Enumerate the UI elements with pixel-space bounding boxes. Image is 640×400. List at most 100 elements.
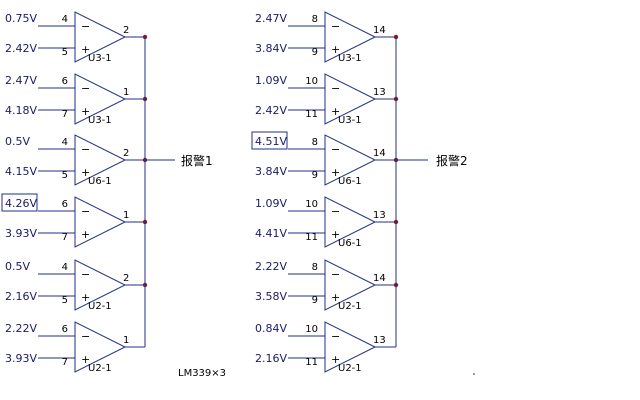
noninverting-pin-number: 11 (305, 357, 318, 368)
minus-sign: − (81, 268, 90, 281)
minus-sign: − (331, 20, 340, 33)
minus-sign: − (81, 205, 90, 218)
output-pin-number: 14 (373, 273, 386, 284)
output-pin-number: 2 (123, 148, 129, 159)
noninverting-pin-number: 9 (312, 295, 318, 306)
output-pin-number: 14 (373, 148, 386, 159)
inverting-pin-number: 10 (305, 199, 318, 210)
highlight-box (1, 193, 38, 212)
comparator-triangle (324, 73, 377, 125)
highlight-box (251, 131, 288, 150)
noninverting-voltage-label: 4.18V (5, 104, 37, 117)
plus-sign: + (331, 105, 340, 118)
comparator-triangle (74, 73, 127, 125)
comparator-triangle (324, 321, 377, 373)
plus-sign: + (331, 228, 340, 241)
corner-mark (473, 373, 475, 375)
noninverting-pin-number: 7 (62, 109, 68, 120)
noninverting-voltage-label: 3.93V (5, 352, 37, 365)
minus-sign: − (331, 143, 340, 156)
noninverting-voltage-label: 3.58V (255, 290, 287, 303)
noninverting-voltage-label: 2.42V (5, 42, 37, 55)
plus-sign: + (331, 353, 340, 366)
chip-note: LM339×3 (178, 368, 226, 379)
output-pin-number: 13 (373, 87, 386, 98)
plus-sign: + (331, 291, 340, 304)
inverting-voltage-label: 2.47V (5, 74, 37, 87)
inverting-pin-number: 6 (62, 199, 68, 210)
comparator-triangle (324, 134, 377, 186)
minus-sign: − (81, 143, 90, 156)
inverting-pin-number: 8 (312, 137, 318, 148)
noninverting-pin-number: 5 (62, 295, 68, 306)
minus-sign: − (81, 20, 90, 33)
alarm-label: 报警2 (436, 153, 468, 168)
unit-label: U2-1 (338, 363, 362, 374)
comparator-triangle (324, 11, 377, 63)
noninverting-voltage-label: 2.16V (5, 290, 37, 303)
noninverting-pin-number: 7 (62, 357, 68, 368)
inverting-pin-number: 4 (62, 137, 68, 148)
plus-sign: + (331, 43, 340, 56)
unit-label: U6-1 (338, 176, 362, 187)
inverting-voltage-label: 0.5V (5, 135, 30, 148)
output-pin-number: 2 (123, 25, 129, 36)
noninverting-pin-number: 11 (305, 109, 318, 120)
output-pin-number: 1 (123, 210, 129, 221)
inverting-voltage-label: 2.22V (255, 260, 287, 273)
noninverting-voltage-label: 2.42V (255, 104, 287, 117)
plus-sign: + (81, 166, 90, 179)
noninverting-voltage-label: 4.41V (255, 227, 287, 240)
comparator-triangle (324, 196, 377, 248)
comparator-triangle (74, 259, 127, 311)
output-pin-number: 1 (123, 335, 129, 346)
minus-sign: − (331, 205, 340, 218)
unit-label: U6-1 (338, 238, 362, 249)
inverting-pin-number: 10 (305, 324, 318, 335)
comparator-triangle (74, 321, 127, 373)
unit-label: U2-1 (88, 363, 112, 374)
comparator-triangle (324, 259, 377, 311)
inverting-pin-number: 10 (305, 76, 318, 87)
inverting-voltage-label: 0.75V (5, 12, 37, 25)
comparator-triangle (74, 11, 127, 63)
plus-sign: + (331, 166, 340, 179)
noninverting-pin-number: 7 (62, 232, 68, 243)
inverting-pin-number: 4 (62, 262, 68, 273)
unit-label: U2-1 (338, 301, 362, 312)
inverting-voltage-label: 2.47V (255, 12, 287, 25)
inverting-voltage-label: 4.26V (5, 197, 37, 210)
inverting-pin-number: 6 (62, 76, 68, 87)
inverting-pin-number: 4 (62, 14, 68, 25)
plus-sign: + (81, 105, 90, 118)
noninverting-voltage-label: 3.84V (255, 165, 287, 178)
unit-label: U3-1 (88, 115, 112, 126)
inverting-pin-number: 8 (312, 262, 318, 273)
noninverting-pin-number: 5 (62, 47, 68, 58)
unit-label: U3-1 (338, 115, 362, 126)
inverting-pin-number: 8 (312, 14, 318, 25)
inverting-voltage-label: 1.09V (255, 197, 287, 210)
plus-sign: + (81, 291, 90, 304)
noninverting-pin-number: 9 (312, 47, 318, 58)
inverting-voltage-label: 0.84V (255, 322, 287, 335)
inverting-pin-number: 6 (62, 324, 68, 335)
minus-sign: − (331, 330, 340, 343)
noninverting-voltage-label: 4.15V (5, 165, 37, 178)
noninverting-voltage-label: 3.84V (255, 42, 287, 55)
noninverting-pin-number: 11 (305, 232, 318, 243)
output-pin-number: 14 (373, 25, 386, 36)
unit-label: U6-1 (88, 176, 112, 187)
noninverting-pin-number: 5 (62, 170, 68, 181)
output-pin-number: 2 (123, 273, 129, 284)
plus-sign: + (81, 353, 90, 366)
noninverting-voltage-label: 2.16V (255, 352, 287, 365)
output-pin-number: 13 (373, 210, 386, 221)
plus-sign: + (81, 228, 90, 241)
minus-sign: − (331, 268, 340, 281)
comparator-triangle (74, 134, 127, 186)
inverting-voltage-label: 1.09V (255, 74, 287, 87)
alarm-label: 报警1 (181, 153, 213, 168)
inverting-voltage-label: 0.5V (5, 260, 30, 273)
